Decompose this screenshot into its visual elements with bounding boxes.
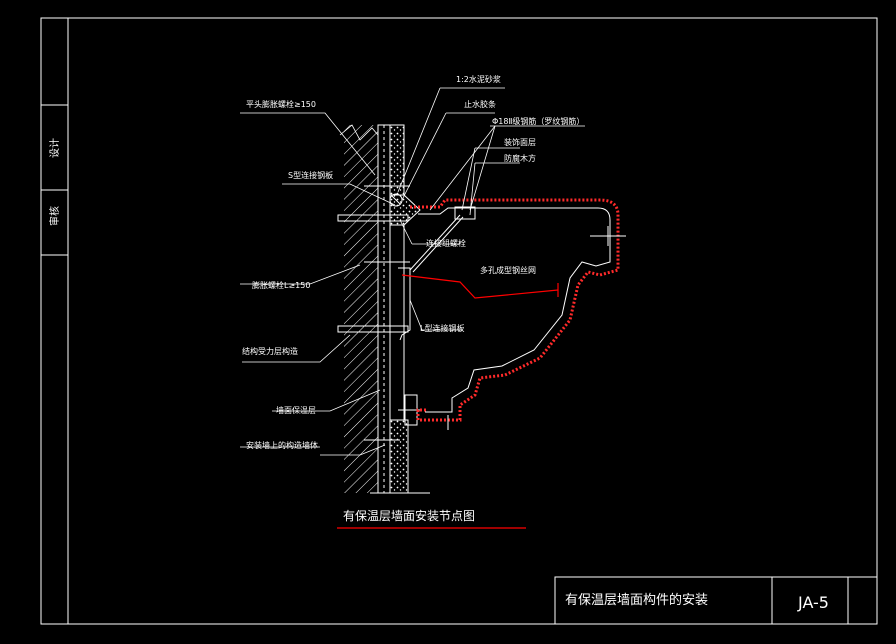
label-expansion-bolt: 膨胀螺栓L≥150 [252, 280, 310, 290]
title-block [554, 576, 878, 625]
label-mesh: 多孔成型钢丝网 [480, 265, 536, 275]
side-label-design: 设计 [48, 138, 61, 158]
mortar-layer [370, 124, 430, 494]
drawing-title: 有保温层墙面安装节点图 [343, 508, 475, 523]
label-steel-rod: Φ18Ⅱ级钢筋（罗纹钢筋） [492, 116, 584, 126]
insulation-layer [377, 124, 391, 494]
sheet-title: 有保温层墙面构件的安装 [565, 592, 708, 608]
structural-wall [339, 124, 379, 493]
label-insulation: 墙面保温层 [276, 405, 316, 415]
label-finish: 装饰面层 [504, 137, 536, 147]
label-waterproof: 防腐木方 [504, 153, 536, 163]
sheet-number: JA-5 [797, 593, 829, 612]
mesh-leader [401, 274, 559, 299]
label-structure-layer: 结构受力层构造 [242, 346, 298, 356]
side-label-review: 审核 [48, 206, 61, 226]
label-s-bracket: S型连接钢板 [288, 170, 333, 180]
label-water-stop: 止水胶条 [464, 99, 496, 109]
label-mortar: 1:2水泥砂浆 [456, 74, 501, 84]
brackets [398, 206, 476, 426]
label-wall-base: 安装墙上的构造墙体 [246, 440, 318, 450]
label-l-bracket: L型连接钢板 [420, 323, 464, 333]
label-expansion-bolt-top: 平头膨胀螺栓≥150 [246, 99, 316, 109]
sheet-frame [40, 17, 878, 625]
label-connect-bolt: 连接组螺栓 [426, 238, 466, 248]
leader-lines [240, 87, 585, 456]
cornice-profile [410, 198, 626, 430]
